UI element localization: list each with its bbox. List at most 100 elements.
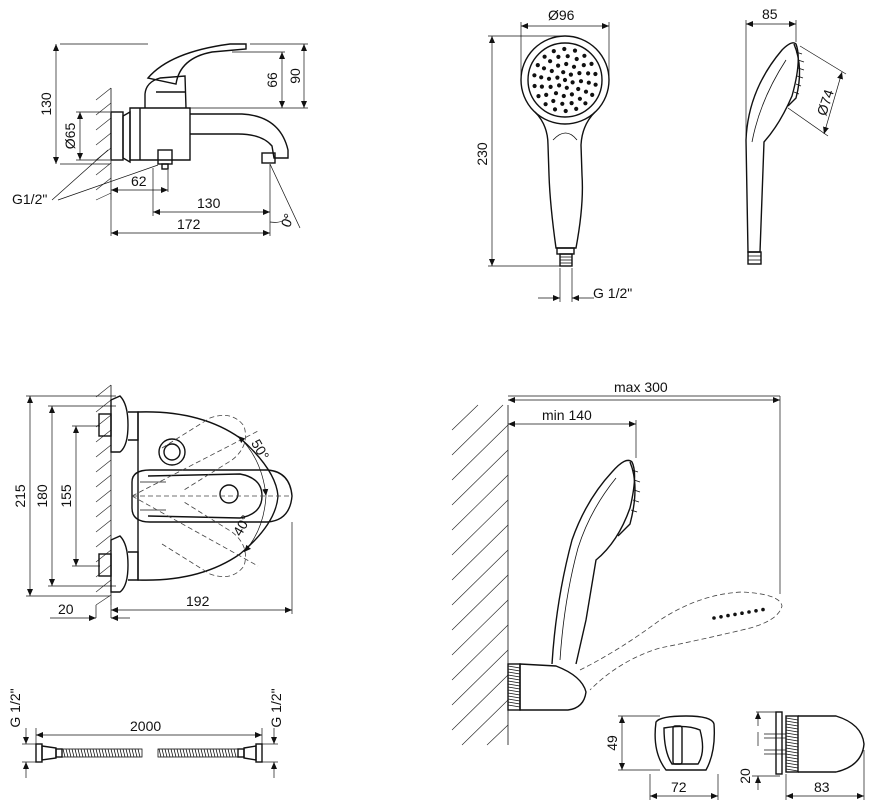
hose-coil bbox=[227, 748, 231, 758]
dim-66-label: 66 bbox=[264, 72, 280, 88]
nozzle-dot bbox=[552, 107, 558, 112]
rib-line bbox=[507, 698, 521, 702]
dim-20-holder-label: 20 bbox=[737, 768, 753, 784]
hose-coil bbox=[200, 748, 204, 758]
dim-49-label: 49 bbox=[604, 735, 620, 751]
nozzle-dot bbox=[569, 101, 574, 106]
hose-coil bbox=[74, 748, 78, 758]
shower-thread-label: G 1/2" bbox=[593, 285, 632, 301]
tilted-nozzle-dot bbox=[726, 613, 730, 618]
hose-coil bbox=[191, 748, 195, 758]
nozzle-dot bbox=[555, 75, 560, 80]
dim-96-diameter-label: Ø96 bbox=[548, 7, 575, 23]
dim-20-label: 20 bbox=[58, 601, 74, 617]
rib-line bbox=[507, 695, 521, 699]
thread-label: G1/2" bbox=[12, 191, 47, 207]
hose-coil bbox=[173, 748, 177, 758]
hose-left-coils bbox=[62, 748, 141, 758]
faucet-top-view: 215 180 155 50° 40° 20 192 bbox=[12, 384, 293, 621]
hose-coil bbox=[83, 748, 87, 758]
hose-coil bbox=[92, 748, 96, 758]
nozzle-dot bbox=[589, 61, 594, 66]
hose-thread-right-label: G 1/2" bbox=[268, 688, 284, 727]
rib-line bbox=[785, 747, 799, 751]
nozzle-dot bbox=[570, 80, 575, 85]
nozzle-dot bbox=[574, 106, 579, 111]
nozzle-dot bbox=[583, 101, 588, 106]
hose-coil bbox=[122, 748, 126, 758]
nozzle-dot bbox=[561, 93, 566, 99]
hose-coil bbox=[170, 748, 174, 758]
nozzle-dot bbox=[557, 83, 562, 88]
hose-coil bbox=[80, 748, 84, 758]
hose-coil bbox=[176, 748, 180, 758]
rib-line bbox=[507, 674, 521, 678]
nozzle-dot bbox=[590, 92, 595, 97]
hose-coil bbox=[197, 748, 201, 758]
hose-coil bbox=[215, 748, 219, 758]
nozzle-dot bbox=[576, 86, 581, 92]
dim-230-label: 230 bbox=[474, 142, 490, 166]
dim-85-label: 85 bbox=[762, 6, 778, 22]
rib-line bbox=[507, 686, 521, 690]
dim-83-label: 83 bbox=[814, 779, 830, 795]
tilted-nozzle-dot bbox=[740, 611, 744, 615]
hose-coil bbox=[224, 748, 228, 758]
holder-side-ribs bbox=[785, 717, 799, 772]
tilted-nozzle-dot bbox=[747, 610, 751, 614]
tilted-nozzle-dot bbox=[761, 607, 765, 612]
hose-coil bbox=[119, 748, 123, 758]
rib-line bbox=[507, 692, 521, 696]
rib-line bbox=[785, 738, 799, 742]
rib-line bbox=[507, 701, 521, 705]
hose-coil bbox=[134, 748, 138, 758]
rib-line bbox=[785, 744, 799, 748]
rib-line bbox=[785, 720, 799, 724]
rib-line bbox=[507, 671, 521, 675]
hose-coil bbox=[86, 748, 90, 758]
nozzle-dot bbox=[539, 75, 544, 80]
rib-line bbox=[507, 704, 521, 708]
hose-coil bbox=[116, 748, 120, 758]
nozzle-dot bbox=[539, 84, 545, 89]
dim-65-diameter-label: Ø65 bbox=[62, 123, 78, 150]
nozzle-dot bbox=[569, 92, 575, 97]
dim-90-label: 90 bbox=[287, 68, 303, 84]
nozzle-dot bbox=[551, 49, 556, 54]
dim-180-label: 180 bbox=[34, 484, 50, 508]
hose-thread-left-label: G 1/2" bbox=[7, 688, 23, 727]
hose-coil bbox=[89, 748, 93, 758]
hand-shower-front-view: Ø96 230 G 1/2" bbox=[474, 7, 632, 302]
dim-72-label: 72 bbox=[671, 779, 687, 795]
rib-line bbox=[785, 753, 799, 757]
holder-front-view: 49 72 bbox=[604, 715, 719, 800]
dim-74-diameter-label: Ø74 bbox=[814, 87, 837, 117]
wall-hatch-middle bbox=[95, 384, 112, 606]
hose-right-coils bbox=[158, 748, 237, 758]
nozzle-dot bbox=[542, 54, 547, 59]
hose-coil bbox=[98, 748, 102, 758]
rib-line bbox=[507, 677, 521, 681]
hose-coil bbox=[221, 748, 225, 758]
rib-line bbox=[785, 732, 799, 736]
nozzle-dot bbox=[532, 83, 537, 89]
rib-line bbox=[507, 683, 521, 687]
hose-coil bbox=[179, 748, 183, 758]
hose-coil bbox=[188, 748, 192, 758]
tilted-nozzle-dot bbox=[719, 615, 723, 619]
hose-coil bbox=[101, 748, 105, 758]
nozzle-dot bbox=[593, 71, 598, 77]
rib-line bbox=[785, 765, 799, 769]
nozzle-dot bbox=[577, 71, 582, 76]
rib-line bbox=[785, 717, 799, 721]
rib-line bbox=[507, 689, 521, 693]
dim-130-label: 130 bbox=[38, 92, 54, 116]
hose-coil bbox=[110, 748, 114, 758]
wall-holder-assembly: max 300 min 140 bbox=[451, 379, 783, 746]
angle-40-label: 40° bbox=[229, 512, 253, 538]
rib-line bbox=[785, 762, 799, 766]
hose-coil bbox=[65, 748, 69, 758]
hose-coil bbox=[107, 748, 111, 758]
nozzle-dot bbox=[535, 63, 540, 68]
